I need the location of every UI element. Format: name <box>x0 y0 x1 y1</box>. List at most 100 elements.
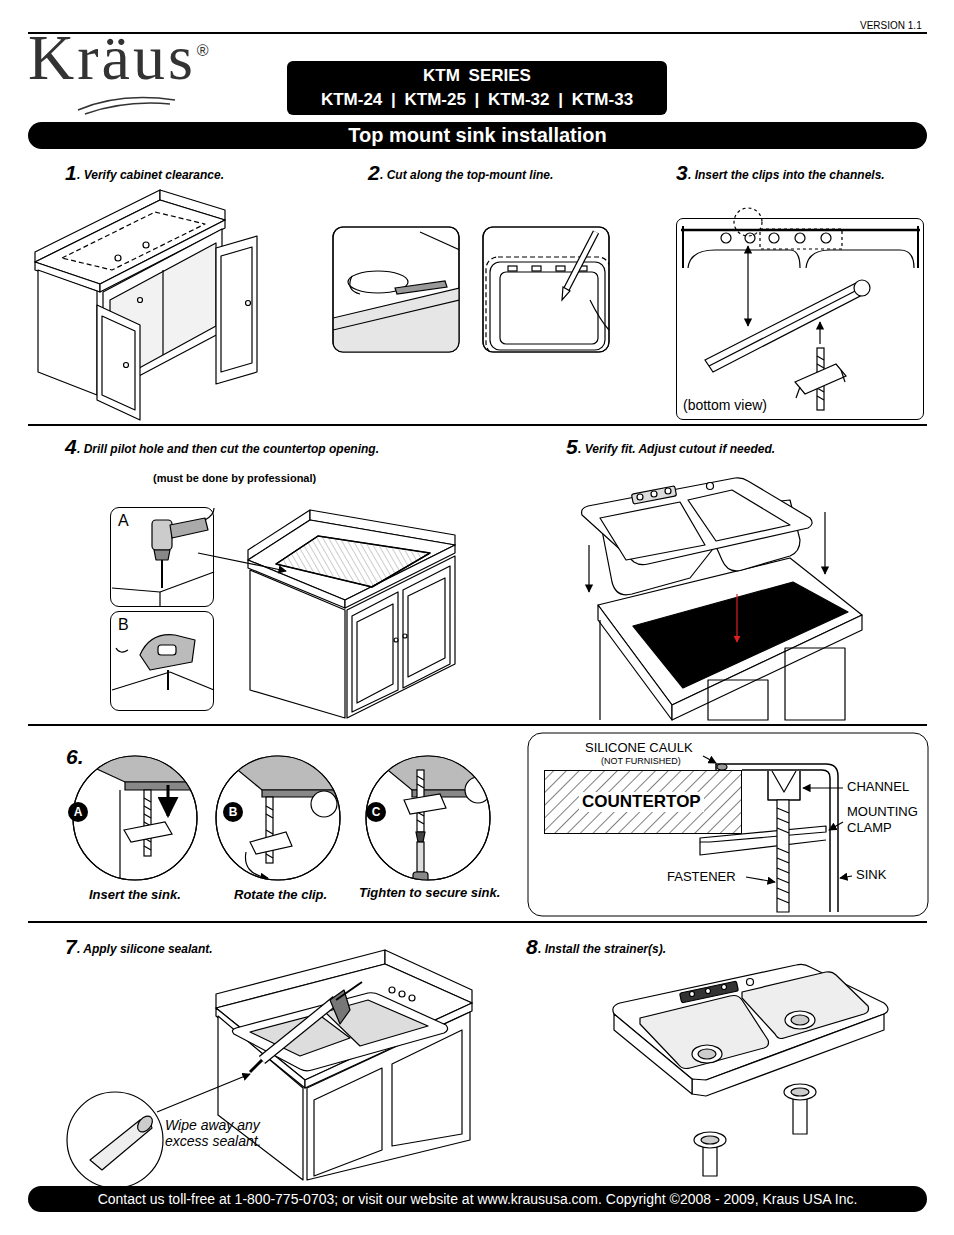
clip-channel-illustration <box>917 226 919 268</box>
cabinet-illustration <box>138 298 143 303</box>
sink-fit-illustration <box>637 494 643 500</box>
page-rules <box>28 424 927 426</box>
cabinet-illustration <box>38 270 97 395</box>
step-caption: . Verify fit. Adjust cutout if needed. <box>578 443 775 457</box>
drill-illustration <box>152 520 172 550</box>
cut-illustration <box>483 227 609 352</box>
sink-fit-illustration <box>708 680 768 720</box>
part-label: CHANNEL <box>847 780 909 795</box>
cross-section <box>829 822 843 830</box>
drill-illustration <box>161 560 163 588</box>
node-text: KTM SERIES <box>423 64 531 88</box>
page-rules <box>28 33 927 922</box>
sink-fit-illustration <box>633 582 848 688</box>
tighten-detail <box>366 756 490 880</box>
cross-section <box>703 756 716 763</box>
callout-dot: B <box>223 802 243 822</box>
sink-fit-illustration <box>600 502 705 560</box>
clip-channel-illustration <box>795 364 846 394</box>
node-text: (bottom view) <box>683 397 767 413</box>
step-number: 6. <box>66 745 84 769</box>
substep-caption: Rotate the clip. <box>234 888 327 903</box>
insert-sink-detail <box>167 785 170 816</box>
cross-section <box>700 840 826 855</box>
strainer-illustration <box>701 1136 719 1144</box>
sink-fit-illustration <box>582 478 862 720</box>
rotate-clip-detail <box>216 752 345 878</box>
strainer-illustration <box>791 1015 809 1025</box>
step-number: 5 <box>566 435 578 459</box>
sink-fit-illustration <box>707 483 714 490</box>
cut-illustration <box>333 288 459 352</box>
countertop-cutout-illustration <box>394 638 398 642</box>
rotate-clip-detail <box>250 832 292 854</box>
strainer-illustration <box>680 981 739 1003</box>
cabinet-illustration <box>115 255 121 261</box>
countertop-cutout-illustration <box>250 570 345 718</box>
strainer-illustration <box>791 1088 809 1096</box>
cross-section <box>544 770 742 834</box>
insert-sink-detail <box>60 752 215 885</box>
countertop-cutout-illustration <box>276 536 430 587</box>
insert-sink-detail <box>125 782 215 790</box>
cabinet-illustration <box>62 212 205 270</box>
step-caption: . Verify cabinet clearance. <box>77 169 224 183</box>
clip-channel-illustration <box>769 233 779 243</box>
rotate-clip-detail <box>245 852 268 878</box>
cut-illustration <box>566 232 596 290</box>
jigsaw-illustration <box>158 645 176 655</box>
node-text: A <box>74 806 83 818</box>
countertop-cutout-illustration <box>357 604 393 703</box>
series-header: KTM SERIESKTM-24 | KTM-25 | KTM-32 | KTM… <box>287 61 667 115</box>
clip-channel-illustration <box>682 226 684 268</box>
part-label: SILICONE CAULK <box>585 741 693 756</box>
sealant-illustration <box>67 950 472 1188</box>
clip-channel-illustration <box>745 233 755 243</box>
cross-section <box>777 800 789 912</box>
clip-channel-illustration <box>721 233 731 243</box>
drill-illustration <box>205 508 214 520</box>
node-text: KTM-24 | KTM-25 | KTM-32 | KTM-33 <box>321 88 633 112</box>
sink-fit-illustration <box>665 488 671 494</box>
sink-fit-illustration <box>688 490 790 541</box>
drill-illustration <box>112 588 160 592</box>
sealant-illustration <box>262 1000 336 1060</box>
step-number: 4 <box>65 435 77 459</box>
cross-section <box>528 733 928 916</box>
node-text: C <box>372 806 381 818</box>
sealant-illustration <box>262 1000 336 1060</box>
rotate-clip-detail <box>216 756 340 880</box>
strainer-illustration <box>747 979 754 986</box>
logo: Kräus <box>28 26 196 90</box>
cabinet-illustration <box>246 301 251 306</box>
cut-illustration <box>590 300 609 330</box>
insert-sink-detail <box>144 798 151 850</box>
sink-fit-illustration <box>736 594 737 642</box>
cut-illustration <box>486 257 609 352</box>
cross-section <box>777 808 789 903</box>
step-number: 8 <box>526 935 538 959</box>
clip-channel-illustration <box>705 282 868 372</box>
step-number: 2 <box>368 161 380 185</box>
cut-illustration <box>420 232 459 250</box>
step-caption: . Cut along the top-mount line. <box>380 169 553 183</box>
sealant-illustration <box>336 982 362 1000</box>
jigsaw-illustration <box>170 672 214 690</box>
cabinet-illustration <box>97 305 140 420</box>
page-rules <box>28 724 927 726</box>
note: (must be done by professional) <box>153 472 316 485</box>
part-label: FASTENER <box>667 870 736 885</box>
countertop-cutout-illustration <box>352 592 398 712</box>
strainer-illustration <box>698 1049 716 1059</box>
drill-illustration <box>160 572 214 592</box>
strainer-illustration <box>692 1045 722 1063</box>
step-caption: . Apply silicone sealant. <box>77 943 213 957</box>
tighten-detail <box>417 842 424 872</box>
registered-mark: ® <box>197 42 209 60</box>
clip-channel-illustration <box>681 208 920 410</box>
clip-channel-illustration <box>681 229 920 232</box>
jigsaw-illustration <box>116 648 128 652</box>
countertop-cutout-illustration <box>198 553 286 571</box>
rotate-clip-detail <box>216 752 345 790</box>
